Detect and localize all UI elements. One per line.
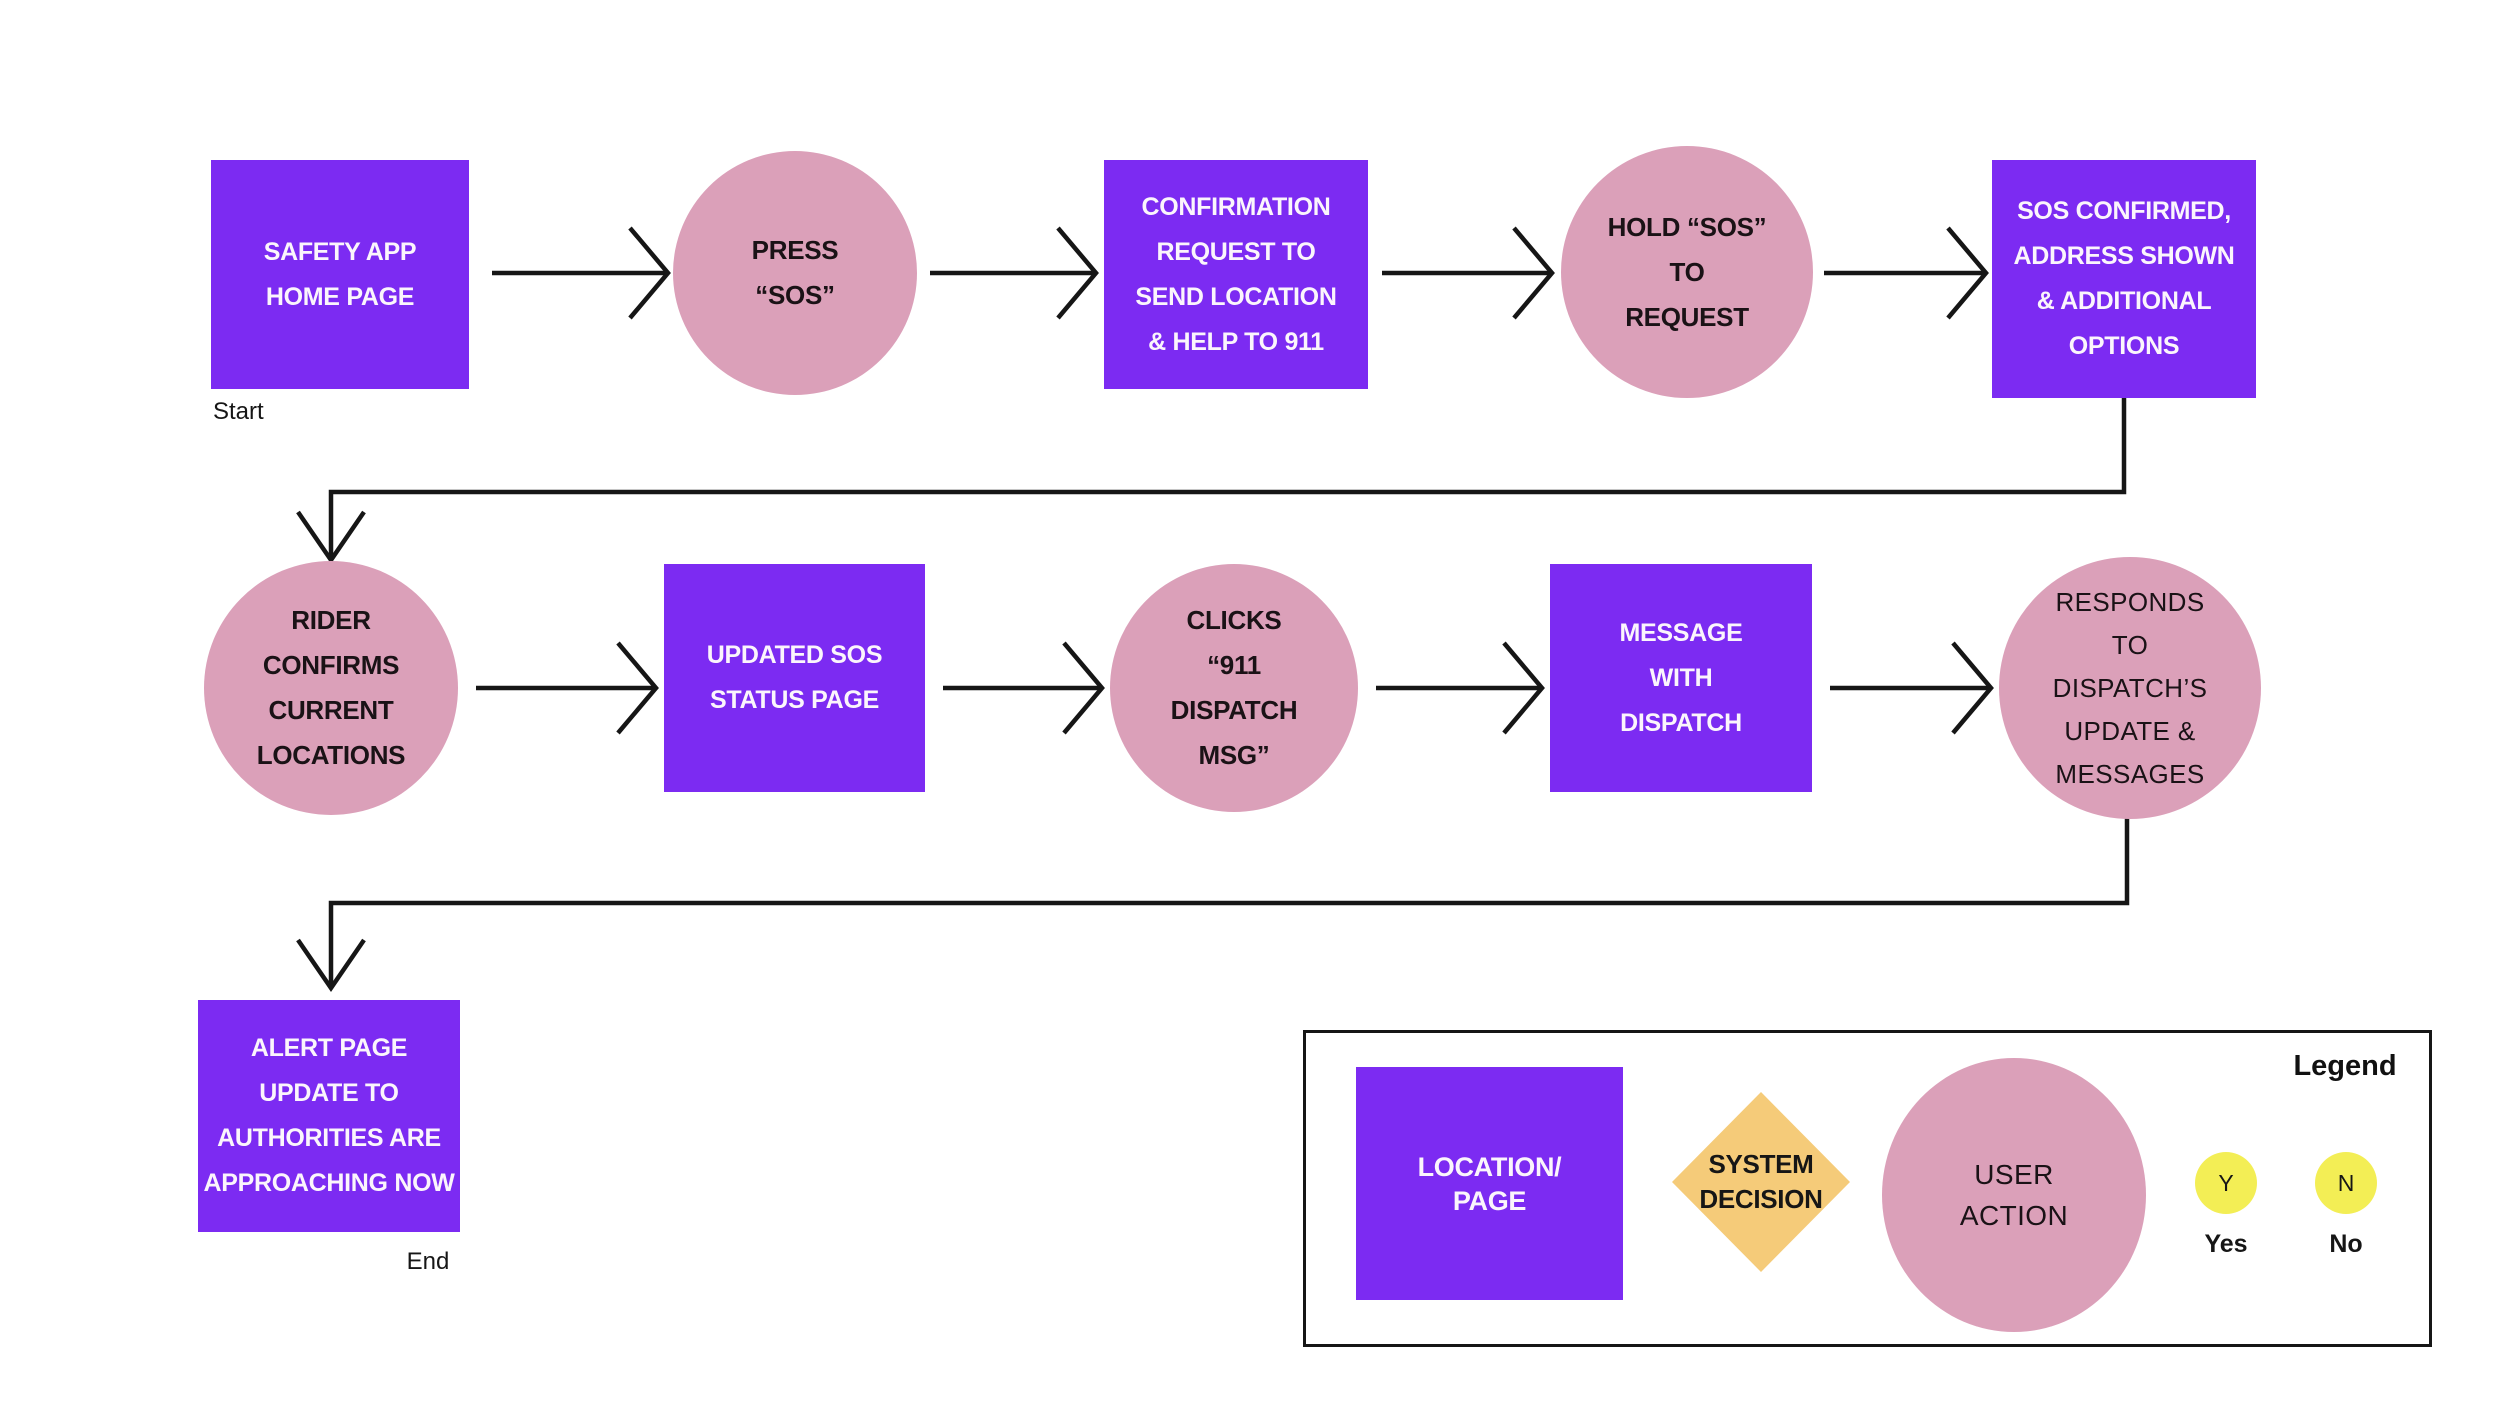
flow-node-press-sos: PRESS “SOS” xyxy=(673,151,917,395)
flow-node-label: CONFIRMATION REQUEST TO SEND LOCATION & … xyxy=(1135,192,1337,356)
flow-node-label: SAFETY APP HOME PAGE xyxy=(263,237,417,311)
flow-node-clicks-911-dispatch-msg: CLICKS “911 DISPATCH MSG” xyxy=(1110,564,1358,812)
connector-clicks-911-to-message-dispatch xyxy=(1376,641,1545,735)
flow-node-responds-to-dispatch: RESPONDS TO DISPATCH’S UPDATE & MESSAGES xyxy=(1999,557,2261,819)
start-label: Start xyxy=(213,398,264,425)
legend-no-short: N xyxy=(2337,1169,2355,1196)
connector-home-to-press-sos xyxy=(492,226,671,320)
connector-responds-to-alert-page xyxy=(296,815,2130,992)
flow-node-updated-sos-status-page: UPDATED SOS STATUS PAGE xyxy=(664,564,925,792)
flow-node-rider-confirms-locations: RIDER CONFIRMS CURRENT LOCATIONS xyxy=(204,561,458,815)
legend-item-label: SYSTEM DECISION xyxy=(1699,1149,1823,1214)
flow-node-alert-page-update: ALERT PAGE UPDATE TO AUTHORITIES ARE APP… xyxy=(198,1000,460,1232)
flow-node-label: RIDER CONFIRMS CURRENT LOCATIONS xyxy=(256,605,406,770)
legend-no-label: No xyxy=(2329,1230,2363,1258)
legend-yes-label: Yes xyxy=(2204,1230,2248,1258)
flow-node-message-with-dispatch: MESSAGE WITH DISPATCH xyxy=(1550,564,1812,792)
flow-node-label: PRESS “SOS” xyxy=(751,235,839,310)
flow-node-label: CLICKS “911 DISPATCH MSG” xyxy=(1170,605,1298,770)
legend-yes-short: Y xyxy=(2218,1169,2234,1196)
connector-hold-sos-to-sos-confirmed xyxy=(1824,226,1989,320)
flow-node-hold-sos-to-request: HOLD “SOS” TO REQUEST xyxy=(1561,146,1813,398)
flow-node-label: UPDATED SOS STATUS PAGE xyxy=(706,641,883,714)
flow-node-label: RESPONDS TO DISPATCH’S UPDATE & MESSAGES xyxy=(2052,586,2208,789)
connector-status-page-to-clicks-911 xyxy=(943,641,1105,735)
connector-rider-confirms-to-status-page xyxy=(476,641,659,735)
legend-item-label: USER ACTION xyxy=(1959,1159,2069,1231)
flow-node-label: SOS CONFIRMED, ADDRESS SHOWN & ADDITIONA… xyxy=(2013,197,2235,360)
connector-sos-confirmed-to-rider-confirms xyxy=(296,398,2127,564)
flow-node-confirmation-request-911: CONFIRMATION REQUEST TO SEND LOCATION & … xyxy=(1104,160,1368,389)
legend-location-page-swatch: LOCATION/ PAGE xyxy=(1356,1067,1623,1300)
connector-confirmation-to-hold-sos xyxy=(1382,226,1555,320)
connector-press-sos-to-confirmation xyxy=(930,226,1099,320)
legend-user-action-swatch: USER ACTION xyxy=(1882,1058,2146,1332)
legend-yes-swatch: Y xyxy=(2195,1152,2257,1214)
flow-node-safety-app-home-page: SAFETY APP HOME PAGE xyxy=(211,160,469,389)
legend-title: Legend xyxy=(2293,1050,2397,1082)
flow-node-label: HOLD “SOS” TO REQUEST xyxy=(1607,211,1767,332)
end-label: End xyxy=(406,1248,450,1275)
legend-item-label: LOCATION/ PAGE xyxy=(1417,1151,1562,1216)
connector-message-dispatch-to-responds xyxy=(1830,641,1994,735)
flow-node-label: ALERT PAGE UPDATE TO AUTHORITIES ARE APP… xyxy=(203,1034,455,1197)
flow-node-sos-confirmed-options: SOS CONFIRMED, ADDRESS SHOWN & ADDITIONA… xyxy=(1992,160,2256,398)
flow-node-label: MESSAGE WITH DISPATCH xyxy=(1619,618,1743,737)
legend-no-swatch: N xyxy=(2315,1152,2377,1214)
